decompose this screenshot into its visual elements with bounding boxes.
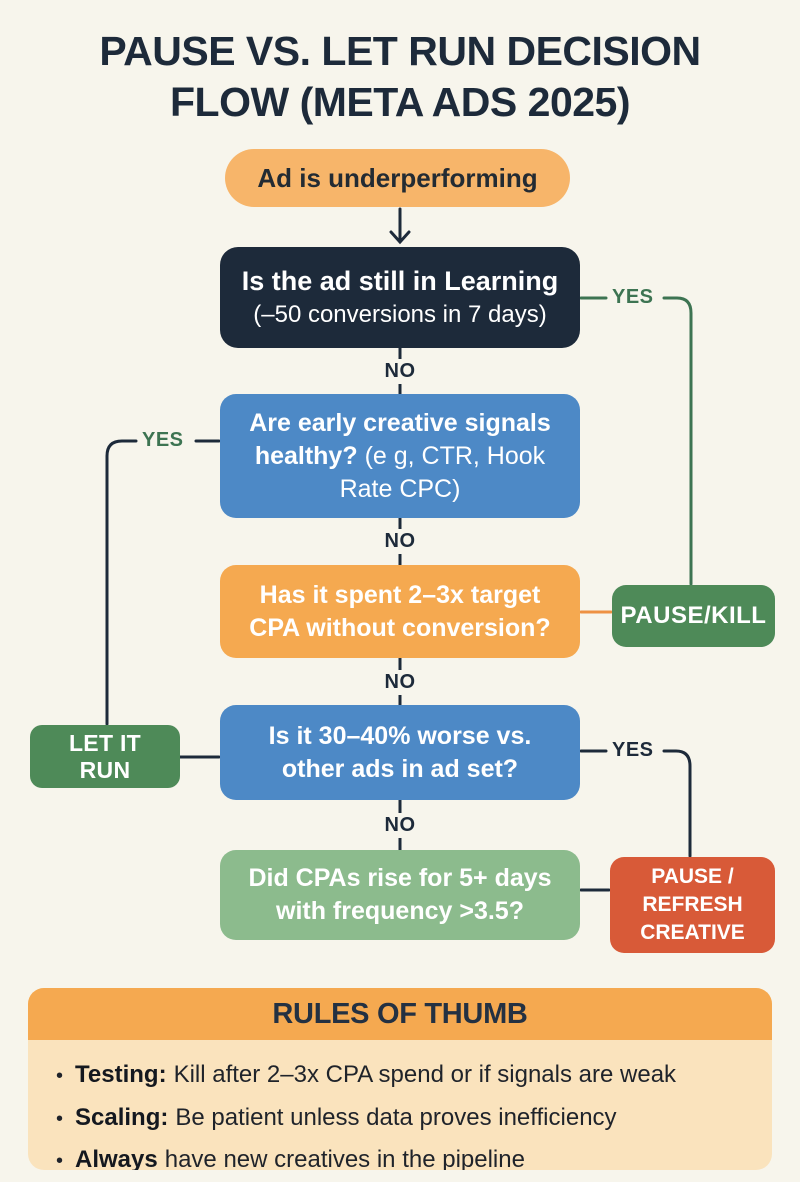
- label-yes-worse: YES: [612, 739, 654, 761]
- page-title-line-1: PAUSE VS. LET RUN DECISION: [99, 28, 701, 74]
- label-no-4: NO: [377, 813, 423, 838]
- page-title: PAUSE VS. LET RUN DECISION FLOW (META AD…: [0, 26, 800, 128]
- rules-of-thumb-body: • Testing:Kill after 2–3x CPA spend or i…: [28, 1040, 772, 1170]
- signals-question-text: Are early creative signals healthy? (e g…: [249, 408, 551, 503]
- learning-question-line2: (–50 conversions in 7 days): [253, 301, 547, 329]
- node-pause-refresh-creative: PAUSE / REFRESH CREATIVE: [610, 857, 775, 953]
- rules-of-thumb-title: RULES OF THUMB: [28, 988, 772, 1040]
- rules-of-thumb-card: RULES OF THUMB • Testing:Kill after 2–3x…: [28, 988, 772, 1170]
- label-yes-learning: YES: [612, 286, 654, 308]
- node-spent-question: Has it spent 2–3x target CPA without con…: [220, 565, 580, 658]
- page-title-line-2: FLOW (META ADS 2025): [170, 78, 631, 125]
- node-ad-underperforming: Ad is underperforming: [225, 149, 570, 207]
- rule-item-text: Testing:Kill after 2–3x CPA spend or if …: [75, 1061, 677, 1088]
- bullet-icon: •: [56, 1065, 64, 1087]
- rule-item-text: Scaling:Be patient unless data proves in…: [75, 1103, 617, 1131]
- label-yes-signals: YES: [142, 429, 184, 451]
- node-signals-question: Are early creative signals healthy? (e g…: [220, 394, 580, 518]
- label-no-2: NO: [377, 529, 423, 554]
- node-worse-question: Is it 30–40% worse vs. other ads in ad s…: [220, 705, 580, 800]
- label-no-3: NO: [377, 670, 423, 695]
- connector-yes-learning-b: [662, 296, 693, 586]
- arrowhead-icon: [389, 230, 411, 245]
- learning-question-line1: Is the ad still in Learning: [241, 265, 559, 296]
- rule-item-scaling: • Scaling:Be patient unless data proves …: [48, 1097, 754, 1140]
- connector-yes-signals-b: [105, 439, 138, 726]
- bullet-icon: •: [56, 1150, 64, 1170]
- label-no-1: NO: [377, 359, 423, 384]
- connector-yes-worse-b: [662, 749, 692, 858]
- node-cpas-question: Did CPAs rise for 5+ days with frequency…: [220, 850, 580, 940]
- rule-item-testing: • Testing:Kill after 2–3x CPA spend or i…: [48, 1054, 754, 1097]
- bullet-icon: •: [56, 1107, 64, 1130]
- node-learning-question: Is the ad still in Learning (–50 convers…: [220, 247, 580, 348]
- node-let-it-run: LET IT RUN: [30, 725, 180, 788]
- node-pause-kill: PAUSE/KILL: [612, 585, 775, 647]
